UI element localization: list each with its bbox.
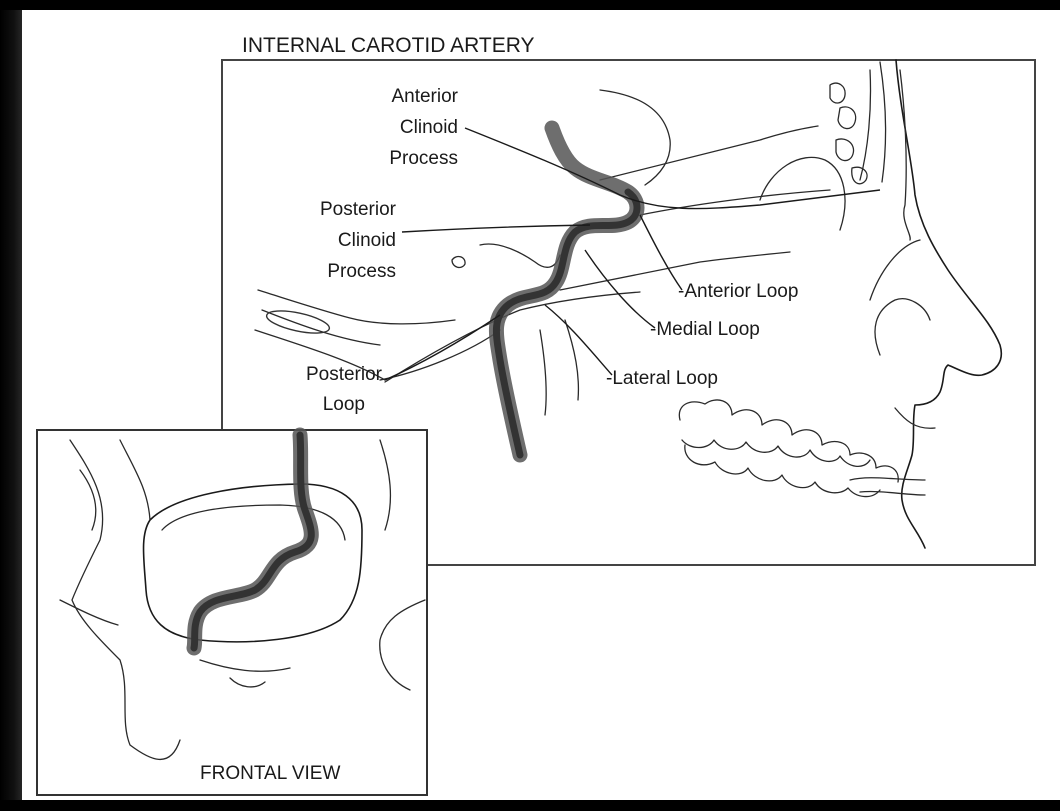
- label-anterior-clinoid-1: Anterior: [391, 86, 458, 107]
- leader-medial-loop: [585, 250, 655, 328]
- orbit-curve: [760, 157, 845, 230]
- nasal-bone: [860, 62, 910, 240]
- label-posterior-clinoid-2: Clinoid: [338, 230, 396, 251]
- jaw-ramus: [540, 320, 578, 415]
- label-posterior-clinoid-3: Process: [327, 261, 396, 282]
- ear-canal: [265, 307, 331, 338]
- skull-base-upper: [600, 126, 818, 180]
- teeth: [679, 400, 925, 497]
- leader-anterior-clinoid: [465, 128, 880, 209]
- lip-line: [895, 408, 935, 428]
- figure-title: INTERNAL CAROTID ARTERY: [242, 34, 535, 57]
- sella-curve: [480, 244, 560, 267]
- leader-lateral-loop: [545, 305, 612, 375]
- face-profile: [896, 60, 1001, 548]
- leader-posterior-clinoid: [402, 225, 590, 232]
- nostril-line: [875, 299, 930, 355]
- label-posterior-loop-2: Loop: [323, 394, 365, 415]
- label-anterior-loop: -Anterior Loop: [678, 281, 798, 302]
- small-foramen: [452, 257, 465, 268]
- label-anterior-clinoid-3: Process: [389, 148, 458, 169]
- label-posterior-clinoid-1: Posterior: [320, 199, 397, 220]
- inset-label: FRONTAL VIEW: [200, 763, 340, 784]
- leader-anterior-loop: [640, 215, 682, 290]
- label-anterior-clinoid-2: Clinoid: [400, 117, 458, 138]
- skull-base-lower: [640, 190, 830, 215]
- cheek-line: [870, 240, 920, 300]
- label-medial-loop: -Medial Loop: [650, 319, 760, 340]
- label-posterior-loop-1: Posterior: [306, 364, 383, 385]
- label-lateral-loop: -Lateral Loop: [606, 368, 718, 389]
